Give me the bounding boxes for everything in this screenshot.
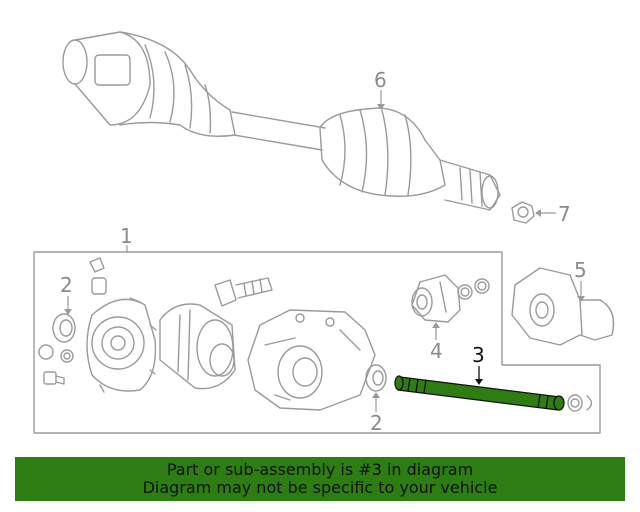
callout-2-left[interactable]: 2: [60, 273, 73, 297]
intermediate-shaft-highlight: [394, 375, 565, 411]
axle-nut: [511, 201, 535, 224]
bolt-left: [43, 371, 65, 385]
end-washers: [567, 394, 593, 412]
assembly-outline-box: [33, 251, 601, 434]
actuator-housing: [511, 267, 615, 346]
callout-3[interactable]: 3: [472, 343, 485, 367]
callout-1[interactable]: 1: [120, 224, 133, 248]
callout-6[interactable]: 6: [374, 68, 387, 92]
rings-near-part-4: [457, 278, 490, 300]
ring-gear-housing: [159, 303, 236, 390]
plug-fittings: [89, 257, 107, 295]
banner-line-1: Part or sub-assembly is #3 in diagram: [166, 460, 474, 479]
info-banner: Part or sub-assembly is #3 in diagram Di…: [15, 457, 625, 501]
axle-shaft-assembly: [62, 31, 501, 211]
side-gear-coupler: [411, 274, 461, 323]
callout-2-bottom[interactable]: 2: [370, 411, 383, 435]
callout-4[interactable]: 4: [430, 339, 443, 363]
parts-diagram: [33, 31, 615, 434]
banner-line-2: Diagram may not be specific to your vehi…: [142, 478, 498, 497]
callout-7[interactable]: 7: [558, 202, 571, 226]
leader-3: [475, 366, 483, 385]
washers-left: [38, 344, 74, 363]
seal-right: [365, 364, 387, 392]
callout-5[interactable]: 5: [574, 258, 587, 282]
seal-left: [52, 313, 76, 343]
differential-cover: [86, 297, 157, 393]
pinion-gear: [214, 277, 273, 307]
carrier-housing: [247, 309, 376, 411]
